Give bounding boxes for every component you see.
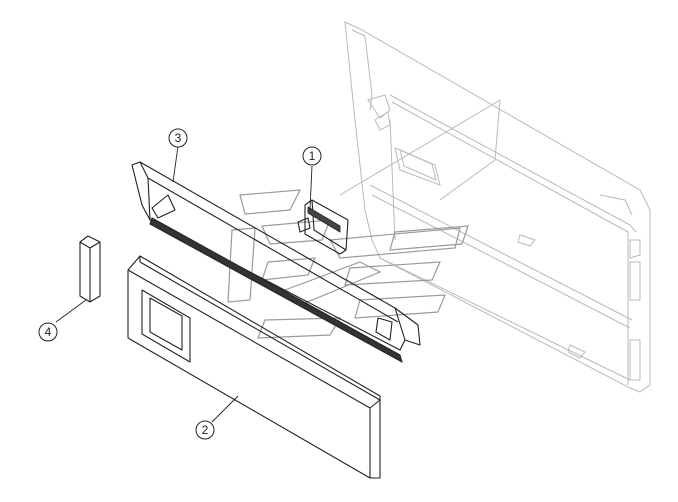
callout-1: 1 xyxy=(302,146,322,166)
callout-3-label: 3 xyxy=(175,131,182,145)
leader-line-4 xyxy=(55,299,87,323)
part-1-clip xyxy=(297,199,349,255)
leader-line-2 xyxy=(211,395,239,423)
leader-line-3 xyxy=(172,145,179,183)
part-3-trim-strip xyxy=(131,161,421,364)
part-2-foam-block xyxy=(127,255,381,479)
door-panel-background xyxy=(339,21,651,393)
part-4-pad xyxy=(79,235,101,303)
callout-1-label: 1 xyxy=(309,149,316,163)
stylized-logo-watermark xyxy=(227,189,469,339)
callout-4-label: 4 xyxy=(45,325,52,339)
callout-3: 3 xyxy=(168,128,188,148)
leader-lines xyxy=(55,145,313,423)
leader-line-1 xyxy=(309,165,313,211)
callout-4: 4 xyxy=(38,322,58,342)
callout-2: 2 xyxy=(195,420,215,440)
callout-2-label: 2 xyxy=(202,423,209,437)
